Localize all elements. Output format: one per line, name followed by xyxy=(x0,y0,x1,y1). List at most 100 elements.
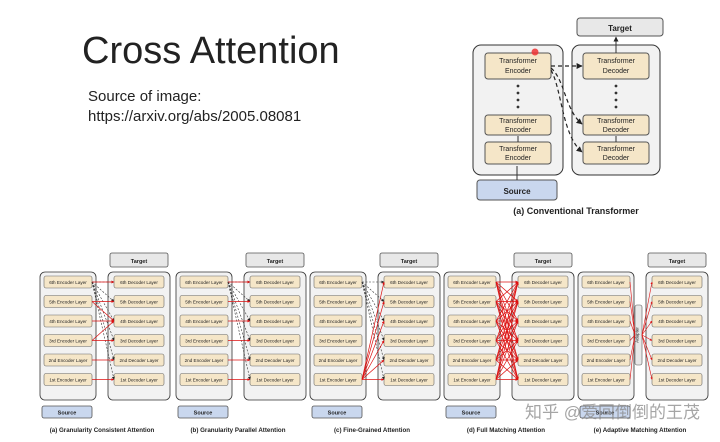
encoder-layer-label: 6th Encoder Layer xyxy=(453,280,491,285)
variant-target-label: Target xyxy=(535,259,552,265)
variant-source-box xyxy=(445,405,497,419)
adapter-output xyxy=(641,334,653,380)
conv-cross-arrows xyxy=(550,63,583,153)
encoder-layer-label: 6th Encoder Layer xyxy=(49,280,87,285)
decoder-layer-label: 4th Decoder Layer xyxy=(524,319,562,324)
decoder-layer-label: 4th Decoder Layer xyxy=(256,319,294,324)
variant-source-label: Source xyxy=(462,411,481,417)
encoder-layer-label: 2nd Encoder Layer xyxy=(319,358,358,363)
attention-connection xyxy=(495,281,519,341)
conv-encoder-top: Transformer Encoder xyxy=(484,52,552,80)
conventional-transformer: Target Transformer Encoder Transformer E… xyxy=(472,17,664,216)
encoder-layer-label: 5th Encoder Layer xyxy=(453,300,491,305)
variant-caption: (a) Granularity Consistent Attention xyxy=(50,427,155,434)
dashed-connection xyxy=(227,281,251,361)
variant-source-box xyxy=(579,405,631,419)
encoder-layer-label: 4th Encoder Layer xyxy=(319,319,357,324)
attention-connection xyxy=(361,281,385,380)
decoder-layer-label: 5th Decoder Layer xyxy=(390,300,428,305)
adapter-input xyxy=(629,320,636,336)
variant-caption: (d) Full Matching Attention xyxy=(467,427,545,434)
conv-ellipsis-dots xyxy=(516,84,618,109)
encoder-layer-label: 1st Encoder Layer xyxy=(319,378,357,383)
attention-connection xyxy=(91,320,115,341)
attention-connection xyxy=(495,340,519,380)
dashed-connection xyxy=(361,281,385,322)
encoder-layer-label: 5th Encoder Layer xyxy=(185,300,223,305)
encoder-layer-label: 4th Encoder Layer xyxy=(453,319,491,324)
dashed-connection xyxy=(91,281,115,361)
variant-target-box xyxy=(647,252,707,268)
encoder-layer-label: 1st Encoder Layer xyxy=(587,378,625,383)
watermark: 知乎 @爱回倒倒的王茂 xyxy=(525,403,700,422)
conv-source-box: Source xyxy=(476,179,558,201)
adapter-input xyxy=(629,301,636,336)
decoder-layer-label: 6th Decoder Layer xyxy=(524,280,562,285)
attention-connection xyxy=(495,320,519,380)
decoder-layer-label: 1st Decoder Layer xyxy=(658,378,696,383)
variant-panels: Target 6th Encoder Layer 6th Decoder Layer… xyxy=(39,252,709,434)
decoder-layer-label: 3rd Decoder Layer xyxy=(524,339,563,344)
encoder-layer-label: 2nd Encoder Layer xyxy=(49,358,88,363)
decoder-layer-label: 6th Decoder Layer xyxy=(256,280,294,285)
variant-panel-4: Target 6th Encoder Layer 6th Decoder Layer… xyxy=(443,252,575,434)
encoder-layer-box xyxy=(313,353,363,367)
variant-target-label: Target xyxy=(267,259,284,265)
attention-connection xyxy=(495,281,519,322)
conv-caption: (a) Conventional Transformer xyxy=(513,206,639,216)
dashed-connection xyxy=(227,281,251,302)
svg-text:Encoder: Encoder xyxy=(505,68,532,75)
encoder-layer-label: 3rd Encoder Layer xyxy=(453,339,491,344)
decoder-layer-label: 3rd Decoder Layer xyxy=(658,339,697,344)
encoder-layer-label: 3rd Encoder Layer xyxy=(49,339,87,344)
svg-text:Decoder: Decoder xyxy=(603,127,630,134)
variant-target-label: Target xyxy=(131,259,148,265)
attention-connection xyxy=(495,281,519,302)
encoder-layer-label: 1st Encoder Layer xyxy=(185,378,223,383)
encoder-layer-label: 5th Encoder Layer xyxy=(587,300,625,305)
encoder-layer-label: 3rd Encoder Layer xyxy=(319,339,357,344)
attention-connection xyxy=(495,359,519,380)
decoder-layer-label: 4th Decoder Layer xyxy=(390,319,428,324)
svg-text:Encoder: Encoder xyxy=(505,127,532,134)
variant-source-label: Source xyxy=(596,411,615,417)
decoder-layer-label: 6th Decoder Layer xyxy=(390,280,428,285)
encoder-layer-box xyxy=(313,295,363,308)
encoder-layer-label: 3rd Encoder Layer xyxy=(587,339,625,344)
adapter-output xyxy=(641,334,653,341)
encoder-layer-box xyxy=(313,314,363,328)
adapter-output xyxy=(641,334,653,361)
adapter-output xyxy=(641,301,653,336)
variant-source-label: Source xyxy=(194,411,213,417)
adapter-input xyxy=(629,334,636,380)
variant-source-box xyxy=(311,405,363,419)
decoder-layer-label: 1st Decoder Layer xyxy=(256,378,294,383)
decoder-layer-label: 2nd Decoder Layer xyxy=(255,358,295,363)
variant-target-label: Target xyxy=(401,259,418,265)
decoder-layer-label: 4th Decoder Layer xyxy=(120,319,158,324)
attention-connection xyxy=(361,320,385,380)
dashed-connection xyxy=(361,281,385,302)
encoder-layer-label: 5th Encoder Layer xyxy=(319,300,357,305)
attention-connection xyxy=(495,281,519,380)
source-label: Source of image: xyxy=(88,88,202,105)
variant-source-label: Source xyxy=(58,411,77,417)
conv-encoder-top-label: Transformer xyxy=(499,58,538,65)
svg-text:Decoder: Decoder xyxy=(603,68,630,75)
svg-text:Encoder: Encoder xyxy=(505,155,532,162)
conv-decoder-bottom: Transformer Decoder xyxy=(582,141,650,165)
adapter-label: Adapter xyxy=(635,327,640,343)
decoder-layer-label: 5th Decoder Layer xyxy=(658,300,696,305)
dashed-connection xyxy=(227,281,251,380)
attention-connection xyxy=(361,301,385,380)
svg-text:Transformer: Transformer xyxy=(499,118,538,125)
attention-connection xyxy=(495,301,519,380)
variant-source-box xyxy=(41,405,93,419)
attention-connection xyxy=(91,301,115,322)
adapter-output xyxy=(641,320,653,336)
decoder-layer-label: 2nd Decoder Layer xyxy=(389,358,429,363)
encoder-layer-label: 3rd Encoder Layer xyxy=(185,339,223,344)
encoder-layer-label: 1st Encoder Layer xyxy=(453,378,491,383)
